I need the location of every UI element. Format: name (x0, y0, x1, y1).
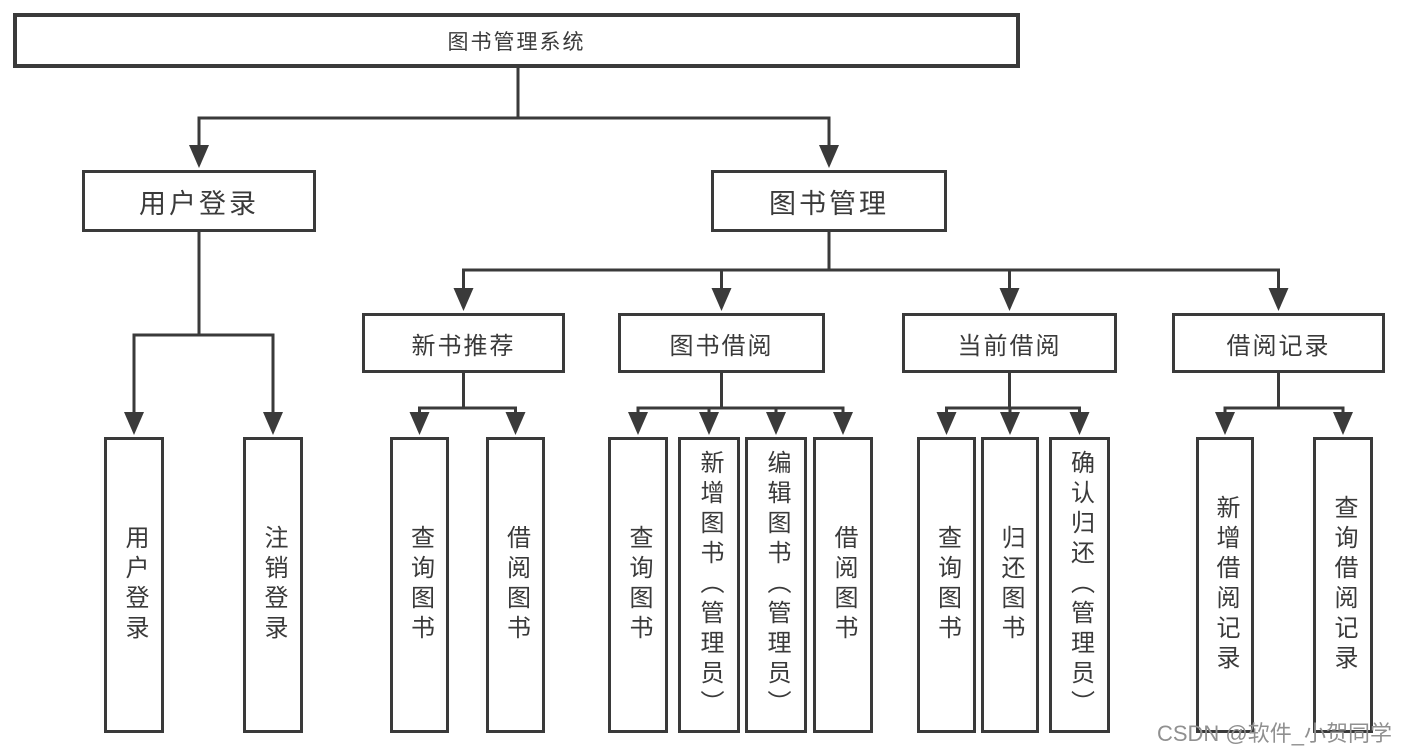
arrowhead (409, 412, 430, 435)
arrowhead (699, 412, 719, 435)
node-new-book-recommend: 新书推荐 (362, 313, 565, 373)
leaf-borrow-books-recommend: 借阅图书 (486, 437, 545, 733)
arrowhead (1333, 412, 1353, 435)
leaf-borrow-books-borrowing: 借阅图书 (813, 437, 873, 733)
arrowhead (453, 288, 474, 311)
node-user-login: 用户登录 (82, 170, 316, 232)
node-book-management: 图书管理 (711, 170, 947, 232)
arrowhead (189, 145, 209, 168)
arrowhead (936, 412, 957, 435)
leaf-user-login: 用户登录 (104, 437, 164, 733)
leaf-query-books-borrowing: 查询图书 (608, 437, 668, 733)
node-book-borrowing: 图书借阅 (618, 313, 825, 373)
arrowhead (833, 412, 853, 435)
leaf-add-book-admin: 新增图书（管理员） (678, 437, 740, 733)
leaf-query-books-recommend: 查询图书 (390, 437, 449, 733)
leaf-query-borrow-record: 查询借阅记录 (1313, 437, 1373, 733)
node-borrowing-records: 借阅记录 (1172, 313, 1385, 373)
arrowhead (1215, 412, 1235, 435)
arrowhead (263, 412, 283, 435)
arrowhead (1000, 412, 1020, 435)
leaf-confirm-return-admin: 确认归还（管理员） (1049, 437, 1110, 733)
arrowhead (124, 412, 144, 435)
arrowhead (819, 145, 839, 168)
arrowhead (711, 288, 732, 311)
node-current-borrowing: 当前借阅 (902, 313, 1117, 373)
connector-arrowheads (124, 145, 1353, 435)
leaf-query-books-current: 查询图书 (917, 437, 976, 733)
arrowhead (505, 412, 526, 435)
node-library-system: 图书管理系统 (13, 13, 1020, 68)
leaf-add-borrow-record: 新增借阅记录 (1196, 437, 1254, 733)
arrowhead (766, 412, 786, 435)
leaf-return-books: 归还图书 (981, 437, 1039, 733)
arrowhead (628, 412, 648, 435)
leaf-edit-book-admin: 编辑图书（管理员） (745, 437, 807, 733)
arrowhead (999, 288, 1020, 311)
leaf-logout: 注销登录 (243, 437, 303, 733)
arrowhead (1069, 412, 1090, 435)
csdn-watermark: CSDN @软件_小贺同学 (1156, 721, 1392, 746)
arrowhead (1268, 288, 1289, 311)
